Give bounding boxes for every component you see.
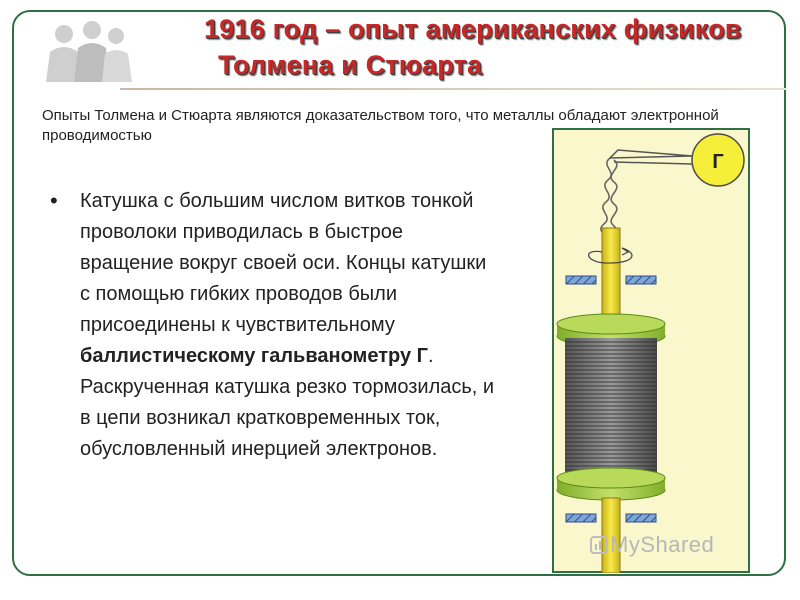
bullet-paragraph: Катушка с большим числом витков тонкой п… <box>80 186 500 465</box>
watermark-text: MyShared <box>610 532 715 557</box>
bullet-text-part2: . Раскрученная катушка резко тормозилась… <box>80 345 495 460</box>
bullet-marker: • <box>50 188 58 213</box>
galvanometer-label: Г <box>712 151 723 173</box>
title-divider <box>120 88 786 90</box>
people-logo-icon <box>46 21 132 82</box>
intro-text: Опыты Толмена и Стюарта являются доказат… <box>42 107 719 144</box>
coil-apparatus-diagram: Г <box>556 133 745 573</box>
galvanometer-icon: Г <box>691 133 745 187</box>
watermark-icon <box>590 536 608 554</box>
bullet-text-bold: баллистическому гальванометру Г <box>80 345 428 367</box>
bullet-text-part1: Катушка с большим числом витков тонкой п… <box>80 190 487 336</box>
title-line-1: 1916 год – опыт американских физиков <box>204 14 742 44</box>
title-line-2: Толмена и Стюарта <box>218 50 483 80</box>
